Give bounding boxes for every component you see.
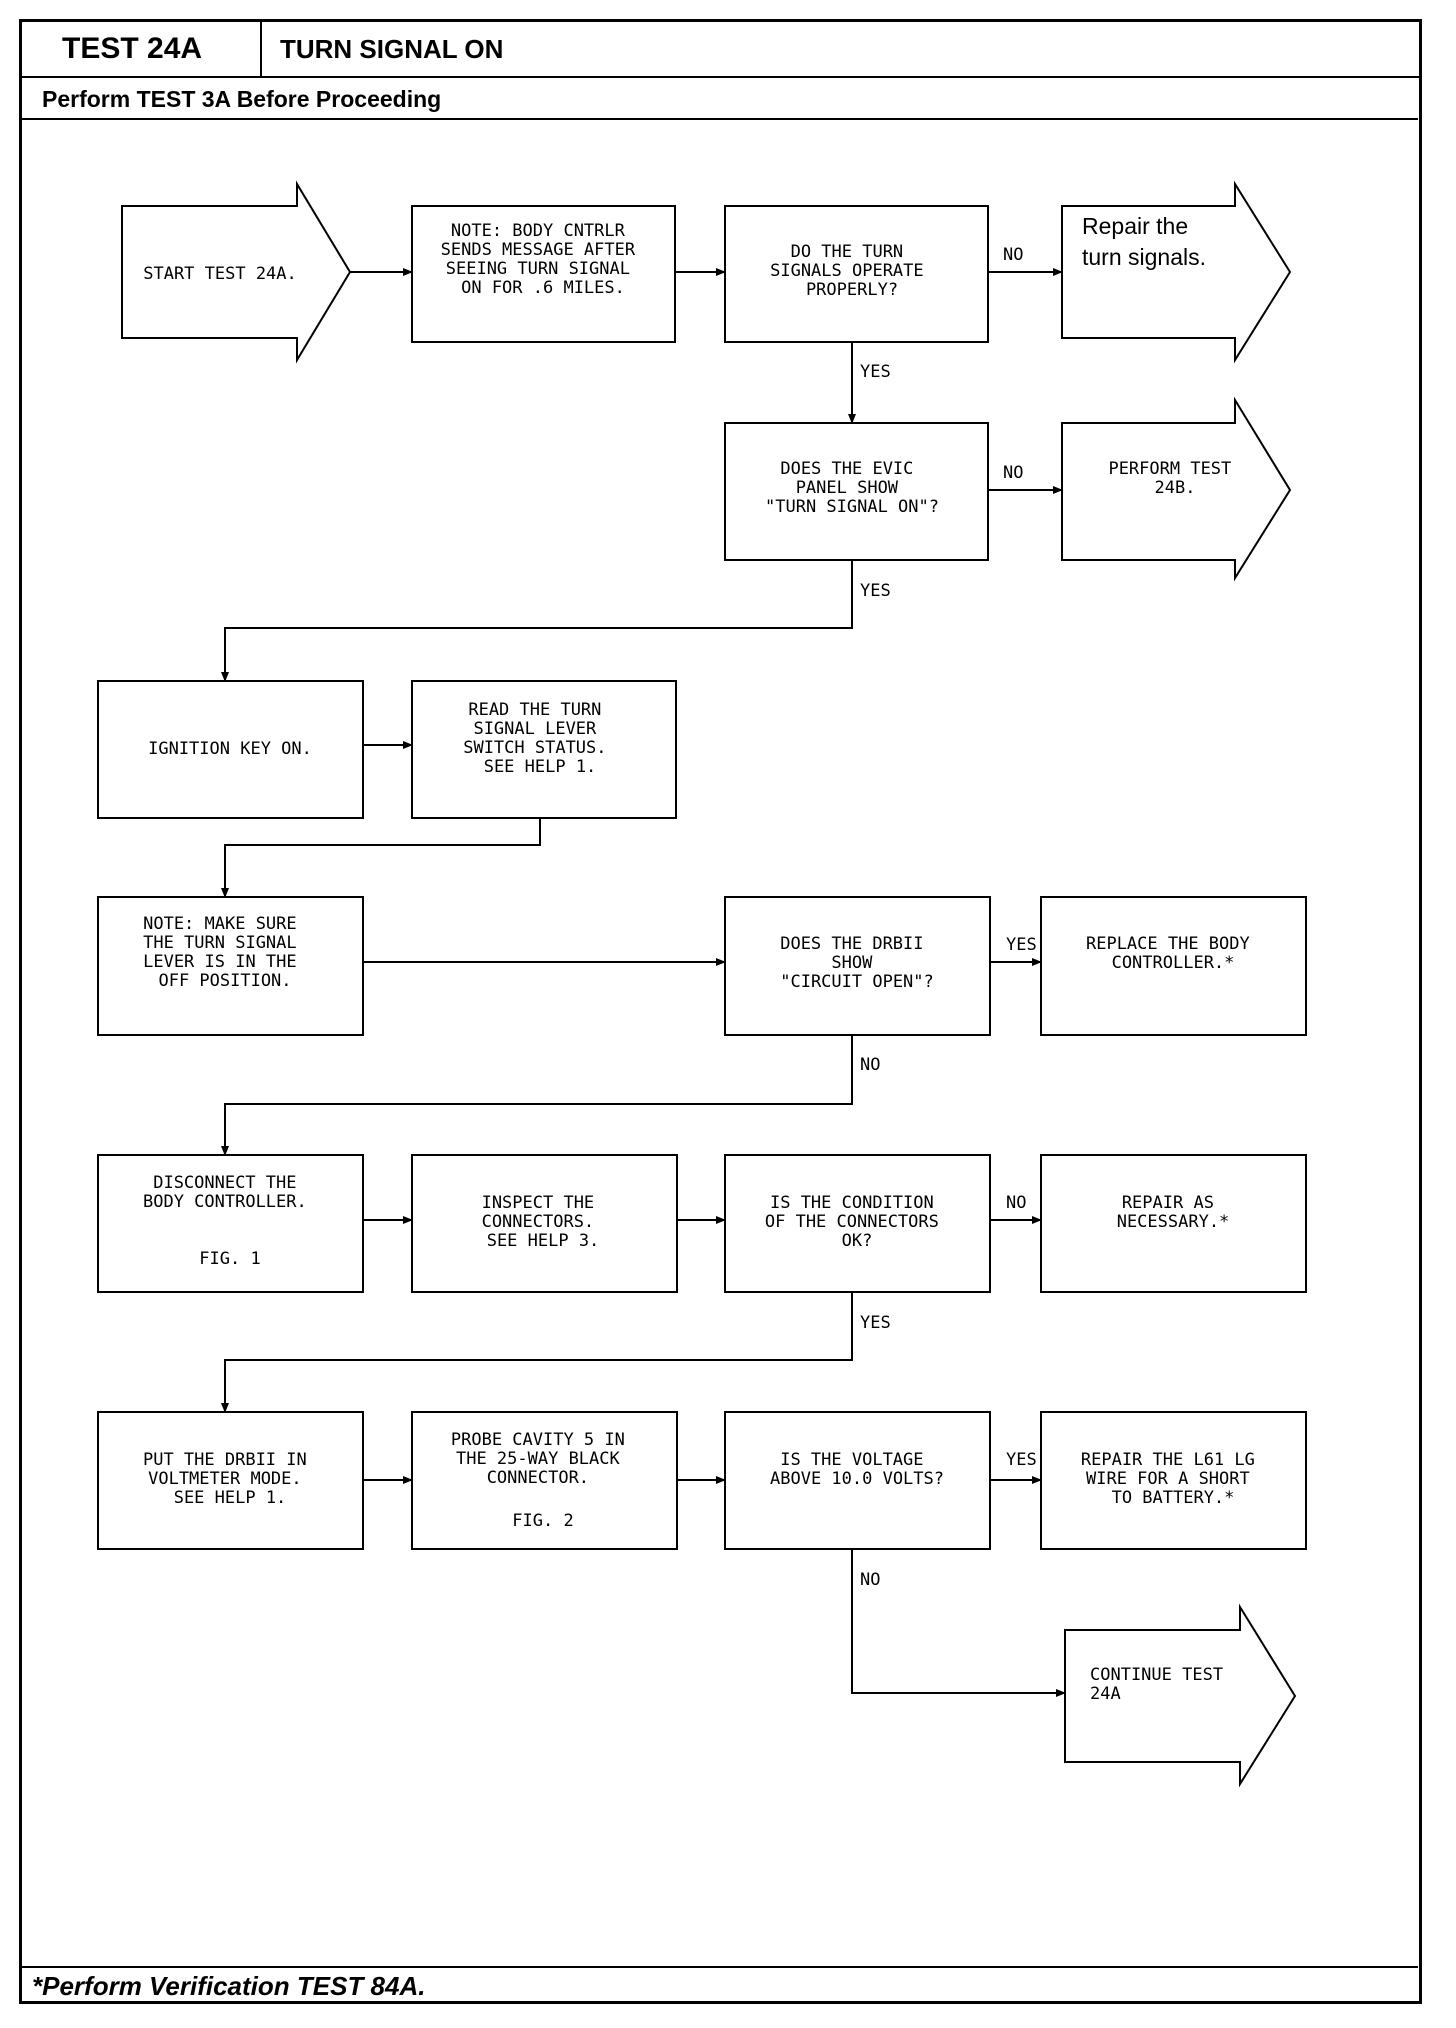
disconnect-box <box>97 1154 364 1293</box>
note-body-text: NOTE: BODY CNTRLR SENDS MESSAGE AFTER SE… <box>441 221 646 298</box>
q-voltage-text: IS THE VOLTAGE ABOVE 10.0 VOLTS? <box>770 1450 944 1489</box>
repair-nec-text: REPAIR AS NECESSARY.* <box>1117 1193 1230 1232</box>
continue-text: CONTINUE TEST 24A <box>1090 1665 1233 1704</box>
connectors <box>221 268 1066 1697</box>
edge-label-yes: YES <box>860 1313 891 1333</box>
page-frame <box>19 19 1422 2004</box>
edge-label-no: NO <box>860 1055 880 1075</box>
edge-label-no: NO <box>1003 463 1023 483</box>
verification-footnote: *Perform Verification TEST 84A. <box>22 1966 1418 2004</box>
edge-label-no: NO <box>860 1570 880 1590</box>
edge-label-yes: YES <box>1006 1450 1037 1470</box>
continue-arrow-shape <box>1064 1603 1297 1788</box>
q-condition-text: IS THE CONDITION OF THE CONNECTORS OK? <box>765 1193 949 1251</box>
edge-label-yes: YES <box>860 581 891 601</box>
start-label: START TEST 24A. <box>143 264 297 284</box>
note-lever-text: NOTE: MAKE SURE THE TURN SIGNAL LEVER IS… <box>143 914 307 991</box>
replace-body-text: REPLACE THE BODY CONTROLLER.* <box>1086 934 1260 973</box>
repair-signals-arrow-shape <box>1061 180 1292 364</box>
q-evic-box <box>724 422 989 561</box>
edge-label-yes: YES <box>1006 935 1037 955</box>
edge-label-no: NO <box>1003 245 1023 265</box>
perform-24b-arrow-shape <box>1061 396 1292 582</box>
edge-label-no: NO <box>1006 1193 1026 1213</box>
note-lever-box <box>97 896 364 1036</box>
test-id: TEST 24A <box>22 22 262 76</box>
inspect-text: INSPECT THE CONNECTORS. SEE HELP 3. <box>482 1193 605 1251</box>
replace-body-box <box>1040 896 1307 1036</box>
test-title: TURN SIGNAL ON <box>280 33 504 64</box>
start-arrow-shape <box>121 180 352 364</box>
read-lever-box <box>411 680 677 819</box>
q-circuit-text: DOES THE DRBII SHOW "CIRCUIT OPEN"? <box>780 934 934 992</box>
edge-label-yes: YES <box>860 362 891 382</box>
voltmeter-text: PUT THE DRBII IN VOLTMETER MODE. SEE HEL… <box>143 1450 317 1508</box>
disconnect-text: DISCONNECT THE BODY CONTROLLER. FIG. 1 <box>143 1173 317 1269</box>
q-evic-text: DOES THE EVIC PANEL SHOW "TURN SIGNAL ON… <box>765 459 939 517</box>
header-row <box>19 19 1422 78</box>
q-circuit-box <box>724 896 991 1036</box>
ignition-box <box>97 680 364 819</box>
q-operate-text: DO THE TURN SIGNALS OPERATE PROPERLY? <box>770 242 934 300</box>
read-lever-text: READ THE TURN SIGNAL LEVER SWITCH STATUS… <box>463 700 617 777</box>
repair-l61-text: REPAIR THE L61 LG WIRE FOR A SHORT TO BA… <box>1081 1450 1265 1508</box>
prerequisite-note: Perform TEST 3A Before Proceeding <box>22 80 1418 120</box>
repair-signals-text: Repair the turn signals. <box>1082 213 1206 270</box>
ignition-text: IGNITION KEY ON. <box>148 739 312 759</box>
perform-24b-text: PERFORM TEST 24B. <box>1108 459 1241 498</box>
probe-text: PROBE CAVITY 5 IN THE 25-WAY BLACK CONNE… <box>451 1430 635 1531</box>
